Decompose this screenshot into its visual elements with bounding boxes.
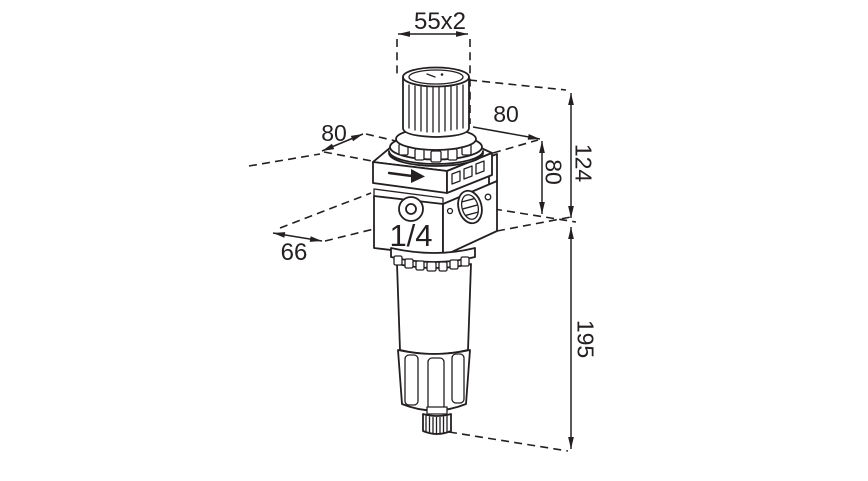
collar-base-ring — [388, 150, 484, 167]
drain-valve — [422, 406, 452, 436]
flow-direction-arrow-icon — [387, 169, 425, 183]
dimensions: 55x2 80 80 80 124 66 195 1/4 — [272, 8, 599, 450]
body-pin-hole — [446, 207, 454, 215]
ext-plate-corner — [492, 139, 539, 154]
dimension-label-124: 124 — [571, 144, 597, 183]
ext-80-left-rail — [248, 153, 321, 167]
drain-neck — [426, 406, 448, 415]
dimension-label-80-body-height: 80 — [541, 159, 567, 185]
bowl-upper — [396, 263, 472, 355]
dimension-195: 195 — [568, 226, 599, 450]
ext-body-right-upper — [493, 208, 577, 223]
port-size-label: 1/4 — [389, 218, 432, 253]
bowl-clamp-ring — [390, 247, 476, 272]
clamp-ring-tabs — [393, 255, 470, 272]
filter-bowl — [396, 263, 472, 412]
dimension-55x2: 55x2 — [397, 8, 469, 37]
ext-195-bottom — [448, 431, 569, 452]
plate-slot — [475, 160, 485, 175]
dimension-label-55x2: 55x2 — [414, 8, 466, 35]
bowl-guard-windows — [404, 353, 465, 411]
threaded-port — [457, 189, 483, 225]
knob-top-inner-rim — [408, 69, 464, 85]
dimension-label-80-depth-right: 80 — [493, 101, 519, 127]
dimension-label-195: 195 — [573, 320, 599, 358]
body-top-step — [373, 188, 444, 205]
dimension-80-body-height: 80 — [539, 140, 567, 215]
dimension-label-80-depth-left: 80 — [321, 120, 347, 146]
dimension-80-depth-right: 80 — [472, 101, 541, 140]
gauge-port-hole — [405, 203, 417, 215]
dimension-label-66: 66 — [281, 239, 308, 266]
dimension-66: 66 — [272, 232, 323, 266]
dimension-124: 124 — [568, 92, 597, 219]
knob-top-slot — [426, 73, 436, 78]
body-pin-hole — [484, 193, 492, 201]
knob-ribs — [408, 84, 464, 133]
knob-top — [402, 66, 470, 88]
knob-top-mark — [440, 73, 444, 76]
filter-regulator-unit — [372, 66, 498, 436]
ext-66-upper — [279, 192, 372, 229]
drain-knurls — [425, 415, 448, 436]
knob-body — [402, 76, 470, 138]
dimension-80-depth-left: 80 — [321, 120, 364, 152]
collar-castellation-tabs — [398, 143, 472, 163]
ext-80-left-to-plate — [323, 151, 373, 162]
ext-80-left-back — [365, 133, 397, 142]
plate-slot — [463, 165, 473, 180]
construction-lines — [248, 39, 577, 452]
valve-body — [373, 180, 498, 257]
ext-66-lower — [324, 228, 375, 242]
ext-124-top — [468, 79, 567, 91]
plate-slot — [451, 170, 461, 185]
regulator-knob — [402, 66, 470, 138]
